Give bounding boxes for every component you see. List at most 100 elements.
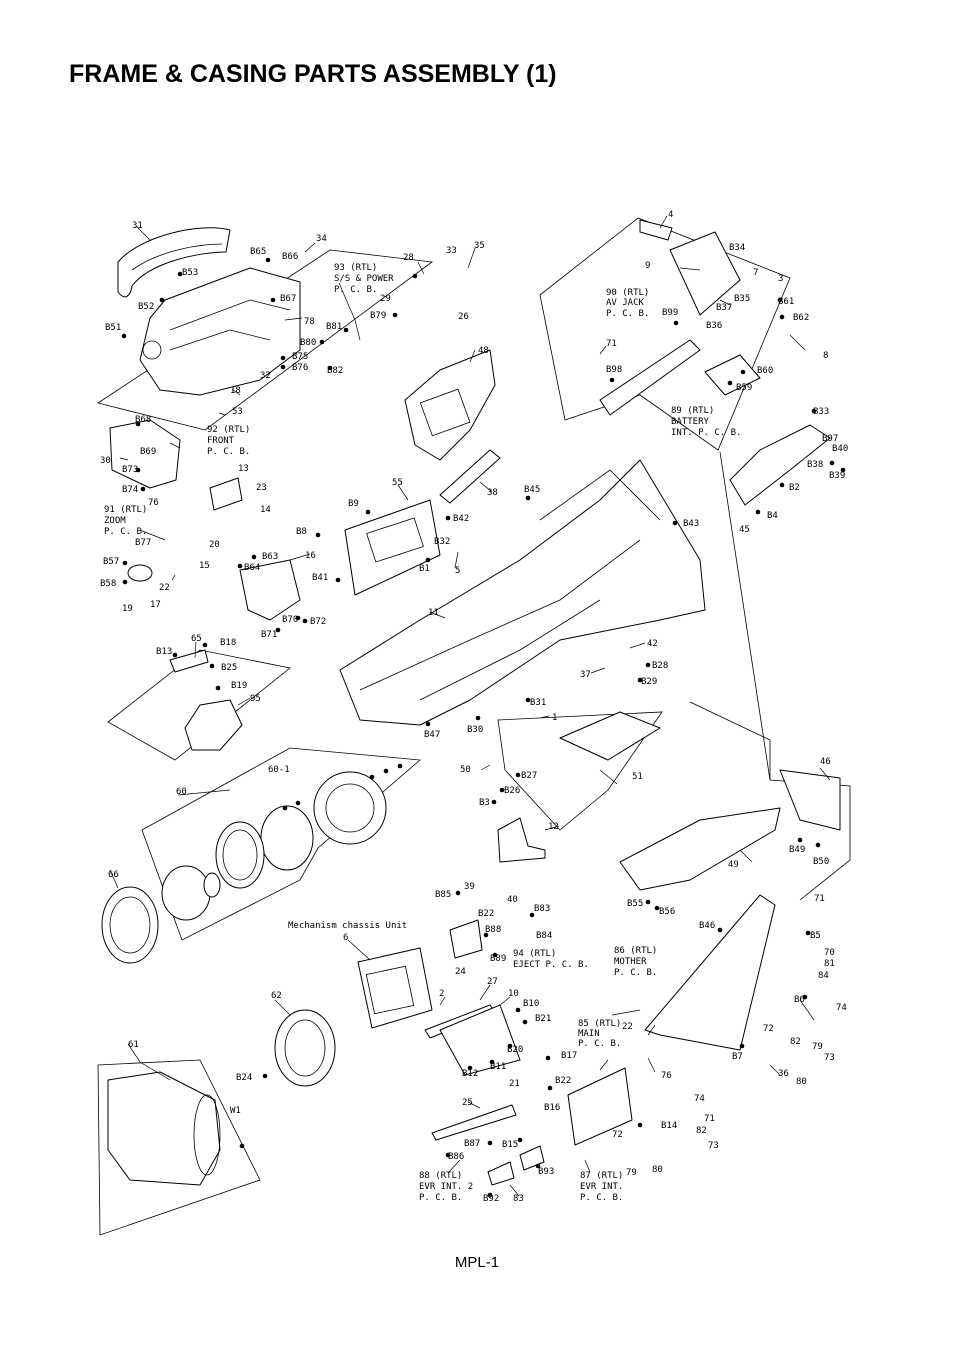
screw	[802, 994, 808, 1000]
callout-label: B76	[292, 363, 308, 373]
callout-label: 82	[696, 1126, 707, 1136]
screw	[779, 314, 785, 320]
screw	[369, 774, 375, 780]
screw	[645, 662, 651, 668]
callout-label: B61	[778, 297, 794, 307]
callout-label: B45	[524, 485, 540, 495]
screw	[525, 495, 531, 501]
screw	[739, 1043, 745, 1049]
screw	[327, 365, 333, 371]
callout-label: B6	[794, 995, 805, 1005]
screw	[202, 642, 208, 648]
callout-label: 4	[668, 210, 673, 220]
callout-label: 85 (RTL)	[578, 1019, 621, 1029]
callout-label: 74	[836, 1003, 847, 1013]
callout-label: 71	[606, 339, 617, 349]
callout-label: 71	[704, 1114, 715, 1124]
callout-label: 60	[176, 787, 187, 797]
screw	[295, 615, 301, 621]
callout-label: 65	[191, 634, 202, 644]
callout-label: 49	[728, 860, 739, 870]
parts-outlines	[101, 219, 841, 1186]
callout-label: B30	[467, 725, 483, 735]
callout-label: 12	[548, 822, 559, 832]
callout-label: 92 (RTL)	[207, 425, 250, 435]
callout-label: B86	[448, 1152, 464, 1162]
callout-label: 40	[507, 895, 518, 905]
callout-label: B56	[659, 907, 675, 917]
callout-label: S/S & POWER	[334, 274, 394, 284]
callout-label: B57	[103, 557, 119, 567]
callout-label: 11	[428, 608, 439, 618]
callout-labels: 31 34 B65 B66 B53 B52 B67 B51 78 B80 B75…	[100, 210, 848, 1204]
callout-label: 8	[823, 351, 828, 361]
callout-label: B81	[326, 322, 342, 332]
screw	[609, 377, 615, 383]
callout-label: B16	[544, 1103, 560, 1113]
callout-label: 79	[812, 1042, 823, 1052]
screw	[275, 627, 281, 633]
screw	[717, 927, 723, 933]
callout-label: B83	[534, 904, 550, 914]
callout-label: B37	[716, 303, 732, 313]
callout-label: B15	[502, 1140, 518, 1150]
screw	[777, 297, 783, 303]
callout-label: ZOOM	[104, 516, 126, 526]
callout-label: 20	[209, 540, 220, 550]
callout-label: 45	[739, 525, 750, 535]
callout-label: 24	[455, 967, 466, 977]
callout-label: B19	[231, 681, 247, 691]
callout-label: 1	[552, 713, 557, 723]
callout-label: P. C. B.	[207, 447, 250, 457]
callout-label: B85	[435, 890, 451, 900]
screw	[140, 486, 146, 492]
callout-label: 80	[652, 1165, 663, 1175]
screw	[522, 1019, 528, 1025]
callout-label: B39	[829, 471, 845, 481]
callout-label: 13	[238, 464, 249, 474]
callout-label: 7	[753, 268, 758, 278]
callout-label: 32	[260, 371, 271, 381]
part-bracket-25	[431, 1104, 517, 1141]
callout-label: P. C. B.	[104, 527, 147, 537]
callout-label: 50	[460, 765, 471, 775]
callout-label: EJECT P. C. B.	[513, 960, 589, 970]
part-lens-mount-ring	[313, 771, 387, 845]
leader-lines	[109, 215, 831, 1197]
part-evr-pcb-2	[487, 1161, 515, 1186]
callout-label: 34	[316, 234, 327, 244]
callout-label: B73	[122, 465, 138, 475]
callout-label: B31	[530, 698, 546, 708]
group-frame-mechanism	[97, 1059, 261, 1236]
callout-label: 53	[232, 407, 243, 417]
callout-label: B11	[490, 1062, 506, 1072]
part-lens-element	[161, 865, 211, 921]
callout-label: P. C. B.	[334, 285, 377, 295]
callout-label: MAIN	[578, 1029, 600, 1039]
screw	[811, 408, 817, 414]
callout-label: W1	[230, 1106, 241, 1116]
callout-label: 61	[128, 1040, 139, 1050]
part-focus-ring	[101, 886, 159, 964]
callout-label: B75	[292, 352, 308, 362]
callout-label: P. C. B.	[419, 1193, 462, 1203]
page-title: FRAME & CASING PARTS ASSEMBLY (1)	[69, 60, 557, 88]
screw	[280, 355, 286, 361]
page-number: MPL-1	[454, 1254, 500, 1271]
callout-label: 89 (RTL)	[671, 406, 714, 416]
part-zoom-block	[239, 559, 301, 621]
screw	[483, 932, 489, 938]
callout-label: 17	[150, 600, 161, 610]
callout-label: B62	[793, 313, 809, 323]
callout-label: 73	[708, 1141, 719, 1151]
callout-label: EVR INT. 2	[419, 1182, 473, 1192]
callout-label: 29	[380, 294, 391, 304]
callout-label: B89	[490, 954, 506, 964]
callout-label: B28	[652, 661, 668, 671]
callout-label: 22	[622, 1022, 633, 1032]
part-main-pcb	[567, 1067, 633, 1146]
callout-label: B18	[220, 638, 236, 648]
screw	[135, 467, 141, 473]
screws	[121, 257, 846, 1198]
